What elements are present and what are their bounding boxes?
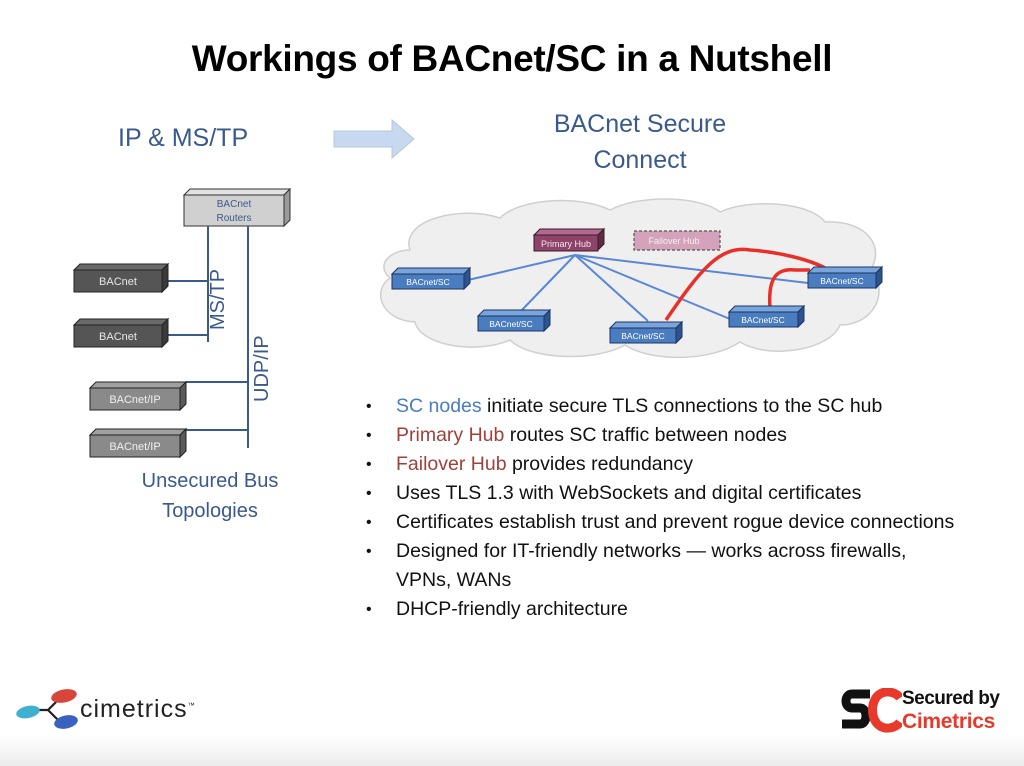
sc-node-3: BACnet/SC	[608, 320, 684, 345]
svg-text:BACnet/SC: BACnet/SC	[489, 319, 532, 329]
bullet-item: Primary Hub routes SC traffic between no…	[366, 421, 1006, 450]
svg-text:BACnet: BACnet	[99, 331, 137, 343]
bullet-item: SC nodes initiate secure TLS connections…	[366, 392, 1006, 421]
udpip-bus-label: UDP/IP	[251, 335, 273, 402]
slide-title: Workings of BACnet/SC in a Nutshell	[191, 38, 833, 79]
bullet-text: Certificates establish trust and prevent…	[396, 511, 955, 533]
bullet-text: Designed for IT-friendly networks — work…	[396, 540, 907, 591]
bullet-item: Failover Hub provides redundancy	[366, 450, 1006, 479]
legacy-topology-diagram: BACnet Routers MS/TP UDP/IP BACnet BACne…	[72, 187, 292, 459]
svg-text:Primary Hub: Primary Hub	[541, 239, 591, 249]
right-heading-line-2: Connect	[593, 146, 687, 174]
caption-line-2: Topologies	[162, 500, 258, 522]
bullet-highlight: SC nodes	[396, 395, 482, 417]
bullet-list: SC nodes initiate secure TLS connections…	[366, 392, 1006, 624]
sc-node-4: BACnet/SC	[727, 304, 806, 329]
router-label-2: Routers	[216, 213, 251, 224]
bacnet-device-1: BACnet	[72, 262, 170, 294]
router-label-1: BACnet	[217, 199, 252, 210]
sc-node-1: BACnet/SC	[390, 266, 472, 291]
left-caption: Unsecured Bus Topologies	[110, 466, 310, 526]
bacnet-router-box: BACnet Routers	[182, 187, 292, 228]
footer-band	[0, 735, 1024, 766]
svg-text:BACnet: BACnet	[99, 276, 137, 288]
bullet-text: routes SC traffic between nodes	[504, 424, 787, 446]
right-arrow-icon	[333, 118, 415, 160]
mstp-bus-label: MS/TP	[207, 269, 229, 330]
cimetrics-wordmark: cimetrics™	[80, 695, 196, 723]
bullet-text: provides redundancy	[506, 453, 693, 475]
bullet-item: Designed for IT-friendly networks — work…	[366, 537, 941, 595]
primary-hub-box: Primary Hub	[532, 227, 606, 252]
svg-text:BACnet/IP: BACnet/IP	[109, 394, 160, 406]
svg-text:Failover Hub: Failover Hub	[648, 236, 699, 246]
secured-by-text: Secured by	[902, 688, 1000, 709]
bullet-item: Certificates establish trust and prevent…	[366, 508, 966, 537]
left-heading: IP & MS/TP	[118, 124, 249, 152]
right-heading-line-1: BACnet Secure	[553, 110, 727, 138]
hub-links	[467, 254, 809, 322]
bullet-highlight: Failover Hub	[396, 453, 507, 475]
bullet-text: Uses TLS 1.3 with WebSockets and digital…	[396, 482, 862, 504]
svg-text:BACnet/SC: BACnet/SC	[741, 315, 784, 325]
secure-connect-diagram: Primary Hub Failover Hub BACnet/SC BACne…	[380, 198, 884, 359]
direct-links	[664, 247, 826, 321]
secured-brand-text: Cimetrics	[902, 710, 996, 733]
cimetrics-logo-icon	[16, 689, 78, 729]
bullet-highlight: Primary Hub	[396, 424, 505, 446]
failover-hub-box: Failover Hub	[633, 230, 721, 251]
bullet-item: Uses TLS 1.3 with WebSockets and digital…	[366, 479, 1006, 508]
bullet-text: initiate secure TLS connections to the S…	[481, 395, 883, 417]
bullet-text: DHCP-friendly architecture	[396, 598, 628, 620]
svg-text:BACnet/SC: BACnet/SC	[406, 277, 449, 287]
svg-text:BACnet/SC: BACnet/SC	[621, 331, 664, 341]
sc-node-2: BACnet/SC	[476, 308, 552, 333]
bacnet-ip-device-1: BACnet/IP	[88, 380, 188, 412]
right-heading: BACnet Secure Connect	[520, 106, 760, 178]
bacnet-ip-device-2: BACnet/IP	[88, 427, 188, 459]
caption-line-1: Unsecured Bus	[141, 470, 279, 492]
bacnet-device-2: BACnet	[72, 317, 170, 349]
sc-logo-icon	[841, 688, 902, 733]
svg-text:BACnet/SC: BACnet/SC	[820, 276, 863, 286]
sc-node-5: BACnet/SC	[806, 265, 884, 290]
bullet-item: DHCP-friendly architecture	[366, 595, 1006, 624]
svg-text:BACnet/IP: BACnet/IP	[109, 441, 160, 453]
